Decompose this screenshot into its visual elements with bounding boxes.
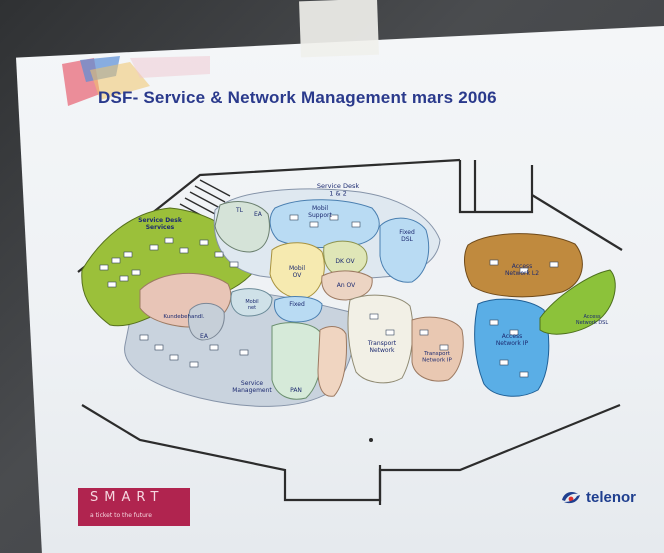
zone-op-small [317, 326, 347, 397]
zone-transport-network-ip [411, 316, 464, 382]
zone-fixed-dsl [379, 217, 430, 283]
telenor-logo-text: telenor [586, 488, 637, 506]
label-tl: TL [235, 207, 244, 214]
zone-tl-ea [214, 201, 270, 253]
zone-access-network-ip [474, 298, 550, 397]
zone-fixed [273, 296, 323, 323]
telenor-logo: telenor [560, 488, 636, 506]
telenor-propeller-icon [562, 492, 580, 504]
zone-transport-network [347, 294, 414, 384]
label-ea-bottom: EA [200, 333, 209, 340]
zone-dk-ov [323, 240, 368, 277]
zone-ea-small [188, 303, 225, 341]
label-ea-top: EA [254, 211, 263, 218]
desk-marks [99, 214, 559, 378]
smart-logo-tagline: a ticket to the future [90, 512, 152, 519]
zone-mobil-ov [269, 242, 325, 299]
smart-logo-word: SMART [90, 490, 165, 505]
zone-mobil-net [230, 288, 273, 317]
label-pan: PAN [290, 387, 302, 394]
label-an-ov: An OV [337, 282, 356, 289]
smart-logo: SMART a ticket to the future [78, 488, 190, 526]
zone-access-network-l2 [464, 233, 583, 298]
floor-marker-dot [369, 438, 373, 442]
label-fixed: Fixed [289, 301, 305, 308]
label-dk-ov: DK OV [335, 258, 355, 265]
zone-mobil-support [269, 199, 380, 248]
zone-access-network-dsl [539, 269, 616, 335]
zone-an-ov [321, 270, 373, 301]
poster-title: DSF- Service & Network Management mars 2… [98, 88, 497, 107]
corner-decoration [62, 56, 210, 106]
label-kundebehandling: Kundebehandl. [163, 314, 204, 320]
